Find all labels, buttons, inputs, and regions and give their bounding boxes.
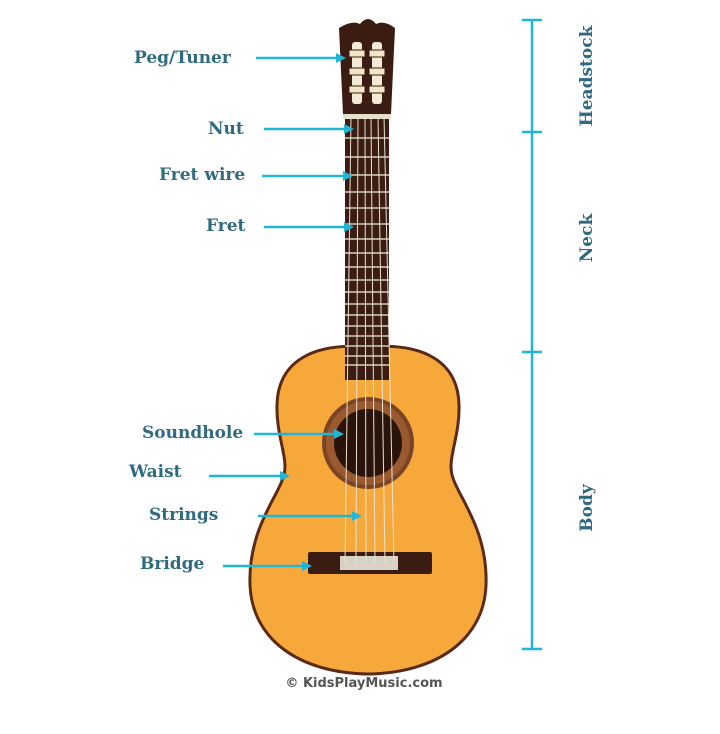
guitar-strings <box>344 115 395 564</box>
credit-text: © KidsPlayMusic.com <box>285 676 442 691</box>
label-soundhole: Soundhole <box>142 423 243 443</box>
soundhole <box>334 409 402 477</box>
label-nut: Nut <box>208 119 244 139</box>
section-bracket <box>522 18 542 651</box>
nut <box>343 113 391 119</box>
label-fret-wire: Fret wire <box>159 165 245 185</box>
headstock <box>339 19 395 114</box>
part-labels: Peg/Tuner Nut Fret wire Fret Soundhole W… <box>128 48 362 574</box>
label-bridge: Bridge <box>140 554 205 574</box>
label-strings: Strings <box>149 505 218 525</box>
section-labels: Headstock Neck Body <box>577 24 597 531</box>
section-headstock: Headstock <box>577 24 597 126</box>
label-peg-tuner: Peg/Tuner <box>134 48 232 68</box>
section-body: Body <box>577 483 597 532</box>
label-fret: Fret <box>206 216 246 236</box>
tuning-pegs <box>348 49 386 94</box>
guitar-body <box>248 344 488 676</box>
guitar-illustration <box>248 19 488 676</box>
bridge-saddle <box>340 556 398 570</box>
label-waist: Waist <box>128 462 182 482</box>
section-neck: Neck <box>577 213 597 263</box>
